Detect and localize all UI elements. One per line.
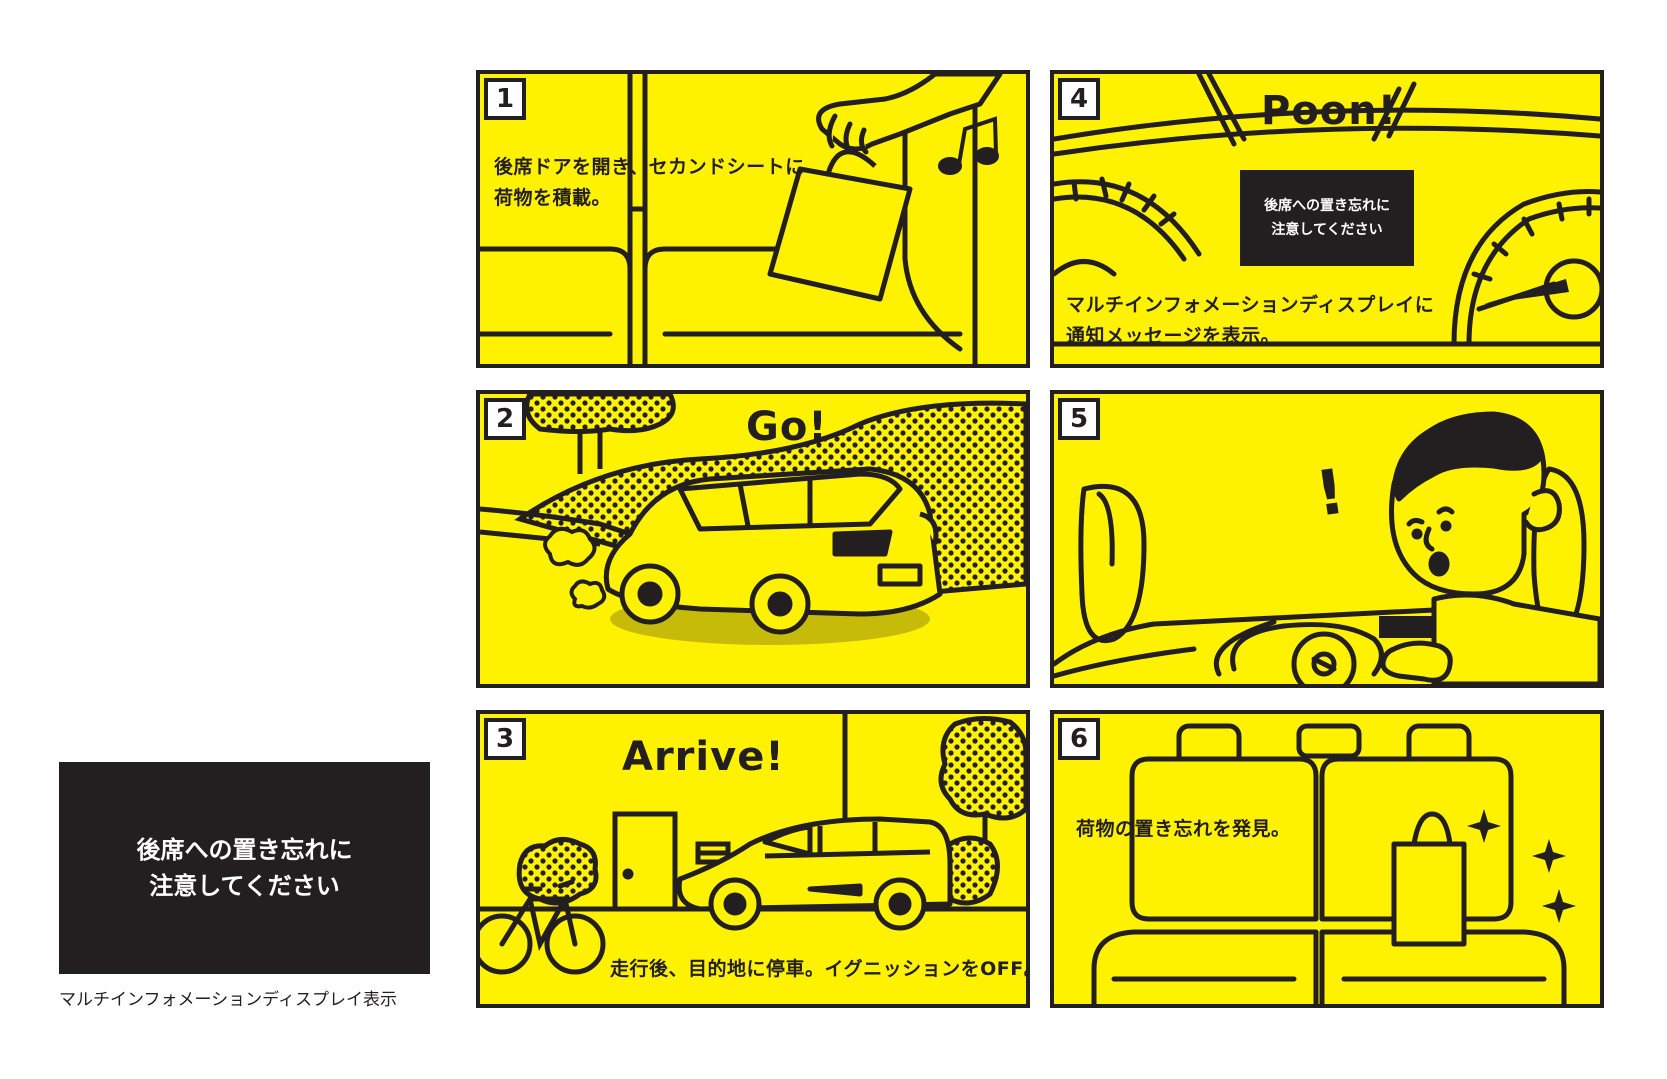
panel-caption: 後席ドアを開き、セカンドシートに 荷物を積載。: [494, 152, 805, 214]
panel-number: 6: [1058, 718, 1100, 760]
panel-3: 3 Arrive! 走行後、目的地に停車。イグニッションをOFF。: [476, 710, 1030, 1008]
panel-caption: 走行後、目的地に停車。イグニッションをOFF。: [610, 954, 1030, 985]
panel-6: 6 荷物の置き忘れを発見。: [1050, 710, 1604, 1008]
display-sample-caption: マルチインフォメーションディスプレイ表示: [59, 990, 397, 1010]
caption-line: 走行後、目的地に停車。イグニッションをOFF。: [610, 958, 1030, 980]
panel-4: 4 Poon! 後席への置き忘れに 注意してください マルチインフォメーションデ…: [1050, 70, 1604, 368]
multi-info-display-sample: 後席への置き忘れに 注意してください: [59, 762, 430, 974]
caption-line: マルチインフォメーションディスプレイに: [1066, 294, 1435, 316]
screen-line: 後席への置き忘れに: [1264, 198, 1390, 214]
panel-1-illustration: [480, 74, 1003, 364]
info-display-screen: 後席への置き忘れに 注意してください: [1240, 170, 1414, 266]
panel-2: 2 Go!: [476, 390, 1030, 688]
panel-number: 1: [484, 78, 526, 120]
caption-line: 荷物を積載。: [494, 187, 612, 209]
panel-shout: Go!: [746, 404, 828, 450]
panel-number: 4: [1058, 78, 1100, 120]
panel-number: 2: [484, 398, 526, 440]
panel-5: 5 !: [1050, 390, 1604, 688]
panel-shout: Arrive!: [622, 734, 785, 780]
panel-number: 5: [1058, 398, 1100, 440]
panel-number: 3: [484, 718, 526, 760]
caption-line: 後席ドアを開き、セカンドシートに: [494, 156, 805, 178]
panel-caption: 荷物の置き忘れを発見。: [1076, 814, 1291, 845]
panel-1: 1 後席ドアを開き、セカンドシートに 荷物を積載。: [476, 70, 1030, 368]
panel-5-illustration: [1054, 411, 1600, 684]
panel-6-illustration: [1091, 723, 1576, 1004]
panel-4-illustration: [1054, 74, 1600, 347]
display-line: 注意してください: [149, 872, 340, 900]
panel-shout: Poon!: [1261, 88, 1397, 134]
caption-line: 荷物の置き忘れを発見。: [1076, 818, 1291, 840]
panel-3-illustration: [480, 714, 1026, 975]
screen-line: 注意してください: [1271, 222, 1383, 238]
caption-line: 通知メッセージを表示。: [1066, 325, 1281, 347]
display-line: 後席への置き忘れに: [136, 836, 353, 864]
panel-caption: マルチインフォメーションディスプレイに 通知メッセージを表示。: [1066, 290, 1434, 352]
panel-2-illustration: [480, 394, 1026, 645]
